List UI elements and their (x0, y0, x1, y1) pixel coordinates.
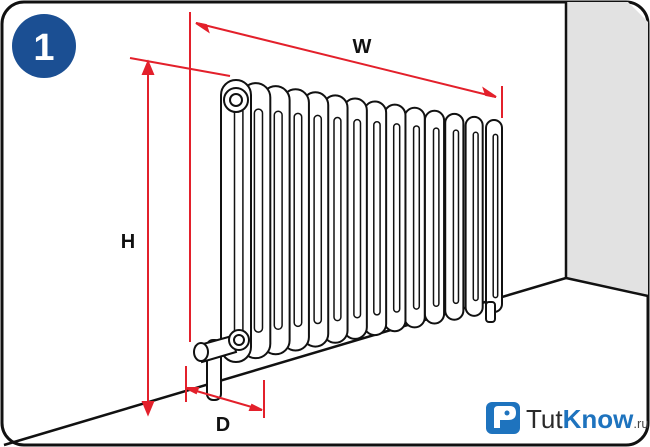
width-label: W (353, 36, 372, 58)
radiator-leg (485, 301, 496, 323)
radiator-section (342, 97, 368, 340)
dimension-lines (129, 12, 503, 418)
depth-dimension-line (185, 387, 263, 411)
radiator-section (423, 109, 446, 325)
brand-name-part2: Know (563, 404, 635, 434)
pen-nib-logo-icon (486, 402, 520, 434)
radiator-section (362, 100, 388, 337)
radiator-section (485, 119, 503, 313)
depth-label: D (216, 414, 230, 436)
radiator (220, 79, 503, 363)
radiator-section (403, 106, 426, 329)
side-wall (566, 2, 648, 296)
height-label: H (121, 231, 135, 253)
valve-pipe (193, 329, 250, 401)
top-inlet (223, 87, 249, 113)
radiator-section (383, 103, 407, 333)
radiator-section (220, 79, 252, 363)
step-number: 1 (33, 27, 54, 69)
svg-text:TutKnow.ru: TutKnow.ru (526, 404, 649, 434)
radiator-section (464, 115, 484, 317)
width-dimension-line (195, 22, 497, 98)
brand-name-part1: Tut (526, 404, 563, 434)
step-badge: 1 (12, 14, 76, 78)
brand-domain: .ru (633, 416, 648, 431)
radiator-section (444, 112, 465, 321)
brand-watermark: TutKnow.ru (486, 402, 649, 434)
